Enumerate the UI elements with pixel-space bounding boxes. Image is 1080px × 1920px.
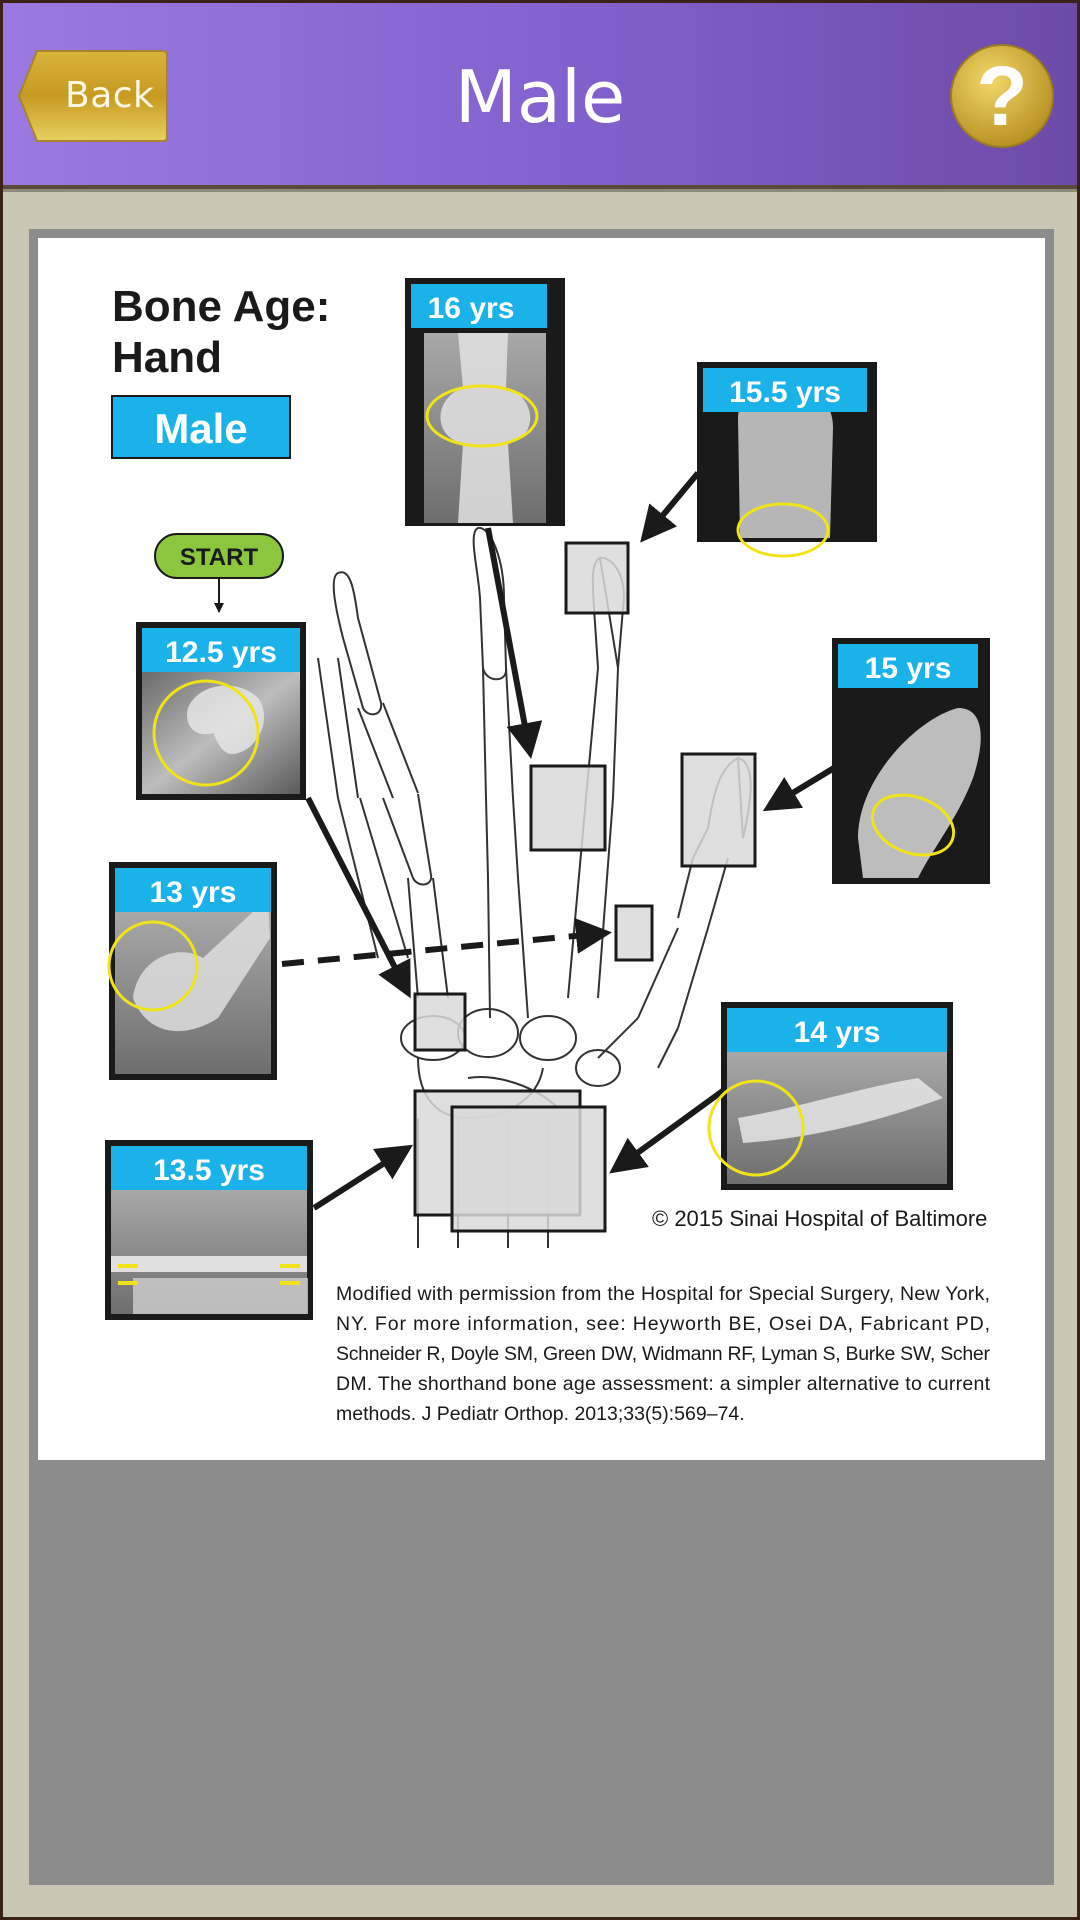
highlight-boxes [413, 541, 757, 1233]
svg-text:14 yrs: 14 yrs [794, 1016, 881, 1049]
svg-text:Male: Male [154, 405, 247, 452]
svg-text:12.5 yrs: 12.5 yrs [165, 636, 277, 669]
stage-panel-13-5: 13.5 yrs [105, 1140, 313, 1320]
top-bar: Back Male ? [3, 3, 1077, 189]
back-button[interactable]: Back [17, 49, 169, 143]
stage-panel-12-5: 12.5 yrs [136, 622, 306, 800]
sex-badge: Male [111, 395, 291, 459]
start-pill: START [154, 533, 284, 579]
stage-panel-15: 15 yrs [832, 638, 990, 884]
connector-arrows [281, 471, 836, 1211]
svg-text:15 yrs: 15 yrs [865, 652, 952, 685]
help-icon: ? [950, 44, 1054, 148]
box-12-5-dist [614, 904, 654, 962]
back-label: Back [65, 75, 155, 116]
stage-panel-13: 13 yrs [107, 862, 277, 1080]
page-title: Male [454, 55, 626, 139]
svg-text:START: START [180, 544, 259, 571]
bone-age-diagram: Bone Age: Hand Male START [105, 278, 991, 1425]
svg-text:13.5 yrs: 13.5 yrs [153, 1154, 265, 1187]
box-13 [413, 992, 467, 1052]
help-button[interactable]: ? [949, 43, 1055, 149]
svg-text:13 yrs: 13 yrs [150, 876, 237, 909]
header-divider [3, 189, 1077, 192]
box-16 [529, 764, 607, 852]
content-panel: Bone Age: Hand Male START [29, 229, 1054, 1885]
help-glyph: ? [976, 49, 1027, 143]
figure-title-line2: Hand [112, 333, 222, 382]
svg-text:16 yrs: 16 yrs [428, 292, 515, 325]
figure-title-line1: Bone Age: [112, 282, 330, 331]
stage-panel-16: 16 yrs [405, 278, 565, 526]
back-arrow-icon [17, 50, 168, 142]
bone-age-figure: Bone Age: Hand Male START [38, 238, 1045, 1460]
svg-text:15.5 yrs: 15.5 yrs [729, 376, 841, 409]
copyright-text: © 2015 Sinai Hospital of Baltimore [652, 1206, 987, 1231]
svg-text:NY. For more information, see:: NY. For more information, see: Heyworth … [336, 1313, 990, 1335]
svg-text:Modified with permission from: Modified with permission from the Hospit… [336, 1283, 990, 1305]
box-15 [680, 752, 757, 868]
box-15-5 [564, 541, 630, 615]
stage-panel-14: 14 yrs [707, 1002, 953, 1190]
citation-block: Modified with permission from the Hospit… [336, 1283, 991, 1425]
stage-panel-15-5: 15.5 yrs [697, 362, 877, 558]
svg-text:DM. The shorthand bone age ass: DM. The shorthand bone age assessment: a… [336, 1373, 991, 1395]
svg-text:Schneider R, Doyle SM, Green D: Schneider R, Doyle SM, Green DW, Widmann… [336, 1343, 991, 1365]
svg-text:methods. J Pediatr Orthop. 201: methods. J Pediatr Orthop. 2013;33(5):56… [336, 1403, 745, 1425]
box-14 [450, 1105, 607, 1233]
